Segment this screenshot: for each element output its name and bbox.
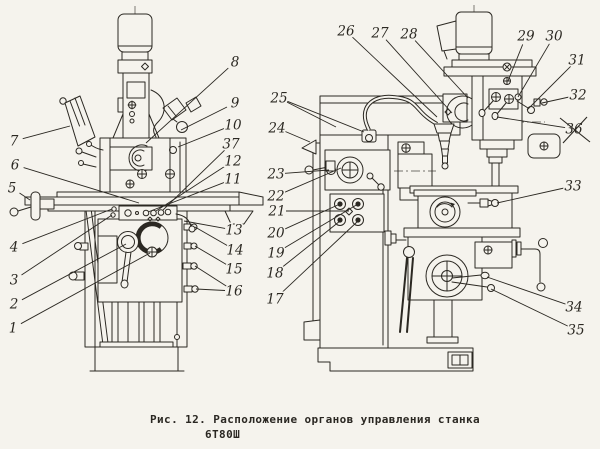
callout-9: 9 (231, 96, 240, 112)
leader-line (281, 220, 359, 294)
leader-line (19, 192, 31, 201)
leader-line (281, 220, 341, 268)
figure-caption: Рис. 12. Расположение органов управления… (150, 413, 480, 442)
callout-14: 14 (226, 243, 243, 259)
callout-12: 12 (224, 154, 241, 170)
callout-24: 24 (267, 121, 285, 137)
leader-line (284, 203, 341, 230)
callout-8: 8 (231, 55, 240, 71)
callout-17: 17 (266, 292, 284, 308)
callout-21: 21 (267, 204, 285, 220)
leader-line (23, 167, 140, 204)
leader-line (507, 44, 524, 82)
leader-line (496, 116, 566, 129)
callout-19: 19 (267, 246, 285, 262)
leader-line (496, 187, 565, 204)
callout-3: 3 (10, 273, 19, 289)
strike-line (562, 116, 588, 144)
leader-line (284, 167, 342, 193)
callout-31: 31 (568, 53, 585, 69)
leader-line (195, 288, 226, 291)
callout-5: 5 (8, 181, 17, 197)
leader-line (194, 245, 227, 265)
callout-30: 30 (545, 29, 563, 45)
callout-27: 27 (370, 26, 389, 42)
callout-15: 15 (225, 262, 242, 278)
leader-line (352, 36, 438, 118)
caption-line1: Рис. 12. Расположение органов управления… (150, 413, 481, 426)
callout-34: 34 (565, 300, 582, 316)
leader-line (517, 43, 550, 98)
callout-16: 16 (225, 284, 243, 300)
leader-line (486, 276, 566, 305)
callout-18: 18 (266, 266, 284, 282)
callout-13: 13 (225, 223, 242, 239)
callout-26: 26 (336, 24, 355, 40)
callout-20: 20 (266, 226, 285, 242)
callout-28: 28 (399, 27, 418, 43)
leader-line (414, 40, 469, 99)
callout-35: 35 (567, 323, 584, 339)
callout-2: 2 (9, 297, 19, 313)
leader-line (541, 96, 570, 104)
leader-line (526, 66, 571, 111)
leader-line (22, 208, 113, 245)
leader-line (147, 181, 225, 213)
leader-line (145, 67, 229, 144)
callout-7: 7 (10, 134, 19, 150)
leader-line (180, 106, 228, 131)
callout-6: 6 (11, 158, 20, 174)
callout-29: 29 (516, 29, 535, 45)
callout-10: 10 (224, 118, 242, 134)
leader-line (490, 288, 569, 327)
callout-1: 1 (9, 321, 18, 337)
leader-line (194, 226, 228, 246)
leader-line (284, 169, 330, 174)
callout-22: 22 (266, 189, 284, 205)
leader-line (21, 214, 113, 276)
leader-line (20, 252, 151, 325)
leader-line (183, 220, 226, 229)
callout-32: 32 (569, 88, 586, 104)
callout-37: 37 (222, 137, 240, 153)
leader-line (21, 243, 127, 301)
leader-line (286, 101, 337, 128)
leader-line (287, 100, 365, 133)
leader-line (155, 165, 226, 212)
leader-line (194, 265, 227, 287)
leader-line (385, 39, 453, 114)
callout-23: 23 (266, 167, 284, 183)
left-view-drawing (9, 6, 264, 372)
callout-33: 33 (564, 179, 581, 195)
leader-line (22, 125, 71, 140)
right-view-drawing (301, 5, 561, 372)
callout-4: 4 (9, 240, 19, 256)
callout-25: 25 (269, 91, 287, 107)
callout-11: 11 (224, 172, 241, 188)
leader-line (177, 127, 225, 148)
caption-line2: 6Т80Ш (205, 428, 241, 441)
leader-line (285, 131, 311, 143)
